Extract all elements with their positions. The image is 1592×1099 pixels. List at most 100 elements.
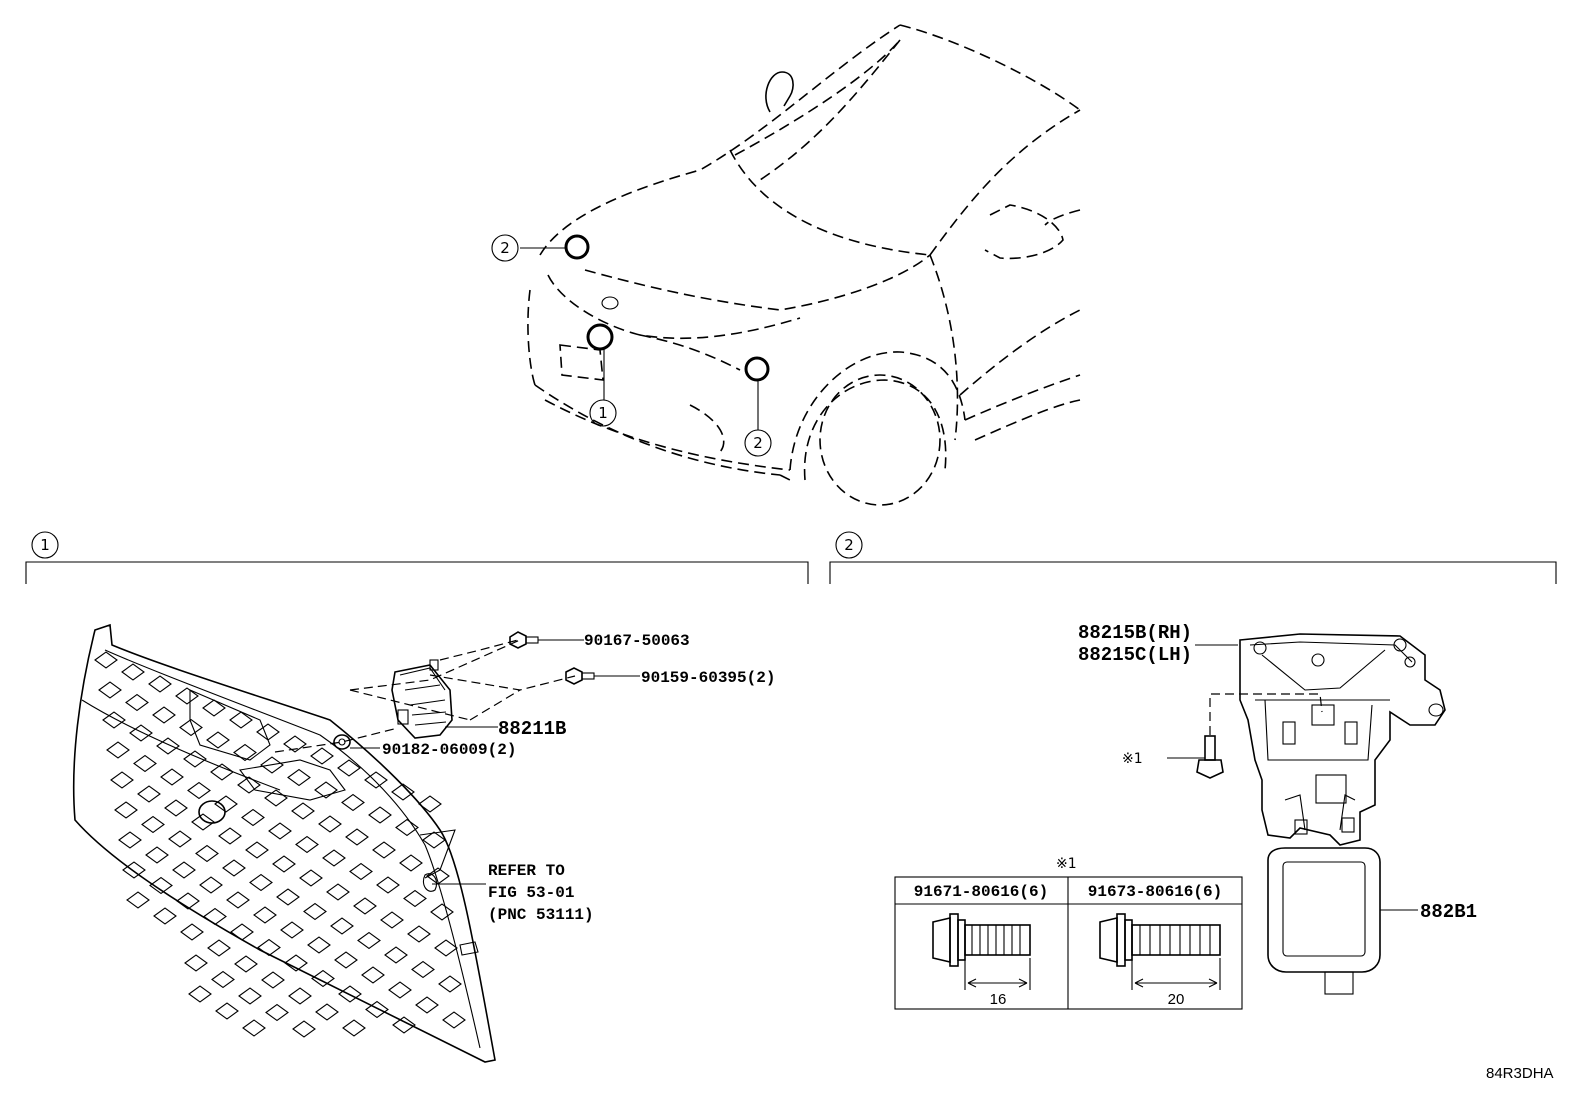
grille-mesh-cell — [287, 768, 311, 787]
svg-text:1: 1 — [40, 536, 50, 554]
grille-mesh-cell — [238, 987, 262, 1005]
grille-mesh-cell — [215, 1002, 239, 1020]
grille-mesh-cell — [388, 981, 412, 999]
bolt-90159 — [565, 667, 595, 685]
grille-mesh-cell — [295, 835, 319, 854]
grille-mesh-cell — [407, 925, 431, 943]
grille-mesh-cell — [395, 818, 419, 837]
grille-mesh-cell — [261, 971, 285, 989]
grille-mesh-cell — [218, 827, 242, 845]
svg-text:2: 2 — [753, 434, 763, 452]
grille-mesh-cell — [245, 841, 269, 859]
grille-mesh-cell — [364, 771, 388, 789]
label-88215c: 88215C(LH) — [1078, 644, 1192, 666]
grille-mesh-cell — [376, 876, 400, 894]
grille-mesh-cell — [307, 936, 331, 954]
nut-90182 — [333, 734, 351, 750]
grille-mesh-cell — [268, 822, 292, 840]
grille-mesh-cell — [303, 902, 327, 921]
grille-mesh-cell — [94, 651, 118, 669]
grille-mesh-cell — [199, 876, 223, 894]
svg-text:2: 2 — [500, 239, 510, 257]
grille-mesh-cell — [187, 781, 211, 800]
grille-mesh-cell — [368, 806, 392, 824]
bolt-note-1 — [1196, 735, 1224, 779]
bolt-91673-length: 20 — [1168, 991, 1185, 1008]
grille-mesh-cell — [237, 776, 261, 794]
grille-mesh-cell — [310, 747, 334, 765]
grille-mesh-cell — [361, 966, 385, 984]
grille-mesh-cell — [164, 799, 188, 817]
grille-mesh-cell — [203, 907, 227, 926]
svg-text:1: 1 — [598, 404, 608, 422]
grille-mesh-cell — [98, 681, 122, 699]
grille-mesh-cell — [337, 759, 361, 777]
radar-sensor-882b1 — [1267, 847, 1381, 995]
grille-mesh-cell — [202, 699, 226, 717]
grille-mesh-cell — [291, 802, 315, 820]
grille-mesh-cell — [184, 954, 208, 972]
grille-mesh-cell — [230, 923, 254, 941]
grille-mesh-cell — [122, 861, 146, 879]
radar-sensor-88211b — [391, 659, 453, 739]
callout-1: 1 — [589, 399, 617, 427]
grille-mesh-cell — [292, 1020, 316, 1038]
label-90182-06009: 90182-06009(2) — [382, 741, 516, 759]
grille-mesh-cell — [114, 801, 138, 819]
label-note-1: ※1 — [1122, 751, 1143, 767]
grille-mesh-cell — [121, 663, 145, 681]
grille-mesh-cell — [411, 960, 435, 979]
refer-line-1: REFER TO — [488, 862, 565, 880]
grille-mesh-cell — [179, 718, 203, 737]
grille-mesh-cell — [338, 985, 362, 1003]
grille-mesh-cell — [125, 693, 149, 712]
grille-mesh-cell — [430, 903, 454, 921]
diagram-code: 84R3DHA — [1486, 1065, 1554, 1082]
grille-mesh-cell — [141, 815, 165, 834]
grille-mesh-cell — [357, 931, 381, 950]
grille-mesh-cell — [249, 873, 273, 892]
grille-mesh-cell — [380, 911, 404, 929]
grille-mesh-cell — [345, 828, 369, 846]
grille-mesh-cell — [311, 969, 335, 988]
section-1-header: 1 — [25, 531, 809, 584]
grille-mesh-cell — [206, 731, 230, 749]
svg-text:2: 2 — [844, 536, 854, 554]
grille-mesh-cell — [211, 970, 235, 989]
callout-2-right: 2 — [744, 429, 772, 457]
grille-mesh-cell — [152, 706, 176, 724]
grille-mesh-cell — [256, 723, 280, 741]
grille-mesh-cell — [137, 785, 161, 803]
label-90167-50063: 90167-50063 — [584, 632, 690, 650]
bolt-91671-length: 16 — [990, 991, 1007, 1008]
grille-mesh-cell — [372, 841, 396, 859]
grille-mesh-cell — [276, 888, 300, 906]
grille-mesh-cell — [149, 876, 173, 895]
grille-mesh-cell — [180, 923, 204, 941]
grille-mesh-cell — [392, 1016, 416, 1034]
grille-mesh-cell — [153, 907, 177, 925]
grille-mesh-cell — [188, 985, 212, 1003]
grille-mesh-cell — [399, 854, 423, 872]
note-table-part-1: 91671-80616(6) — [914, 883, 1048, 901]
bolt-91673-drawing: 20 — [1099, 913, 1221, 1008]
grille-mesh-cell — [365, 1000, 389, 1019]
label-882b1: 882B1 — [1420, 901, 1477, 923]
front-grille — [72, 623, 496, 1063]
grille-mesh-cell — [299, 869, 323, 887]
grille-mesh-cell — [288, 987, 312, 1005]
grille-mesh-cell — [191, 813, 215, 831]
callout-2-left: 2 — [491, 234, 519, 262]
grille-mesh-cell — [168, 830, 192, 848]
car-overview: 2 1 2 — [491, 24, 1081, 506]
grille-mesh-cell — [102, 711, 126, 729]
bolt-90167 — [509, 631, 539, 649]
grille-mesh-cell — [106, 741, 130, 759]
bracket-88215 — [1239, 633, 1446, 846]
grille-mesh-cell — [183, 750, 207, 768]
grille-mesh-cell — [342, 1019, 366, 1037]
grille-mesh-cell — [442, 1011, 466, 1029]
grille-mesh-cell — [384, 946, 408, 964]
grille-mesh-cell — [176, 892, 200, 910]
grille-mesh-cell — [272, 855, 296, 873]
